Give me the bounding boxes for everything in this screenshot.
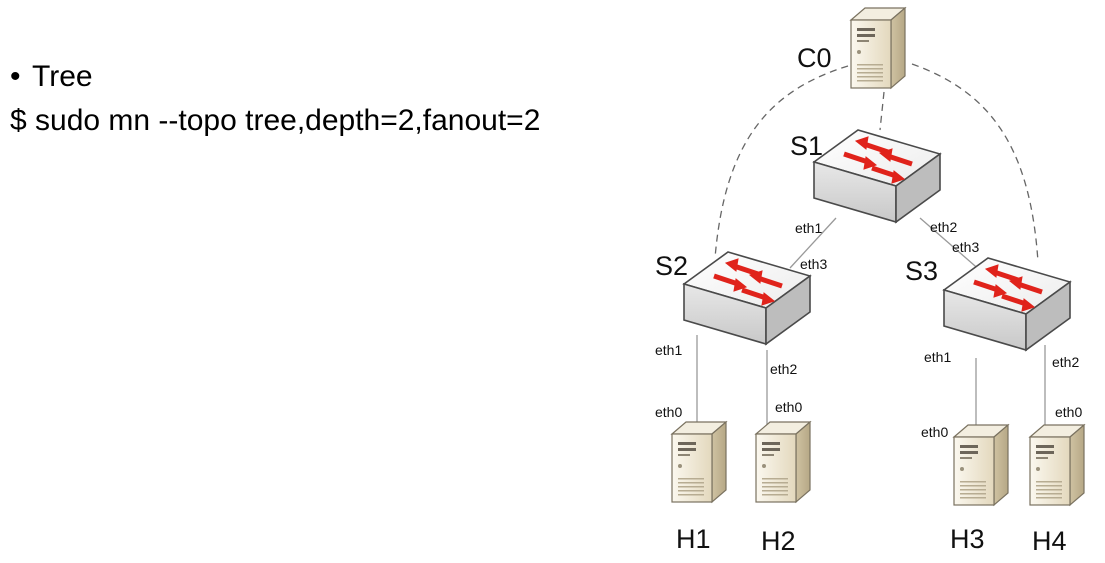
host-h1: H1 [671, 421, 727, 554]
host-h4: H4 [1029, 424, 1085, 556]
port-labels: eth1 eth2 eth3 eth3 eth1 eth2 eth1 eth2 … [655, 219, 1082, 440]
host-h3: H3 [950, 424, 1009, 554]
bullet-item: • Tree [10, 55, 540, 99]
server-icon [1029, 424, 1085, 506]
s1-s2-link [789, 217, 837, 269]
port-label-s1-eth2: eth2 [930, 219, 957, 235]
switch-s3: S3 [905, 256, 1070, 350]
port-label-s3-eth3: eth3 [952, 239, 979, 255]
host-h2: H2 [755, 421, 811, 556]
controller-label: C0 [797, 43, 832, 73]
server-icon [953, 424, 1009, 506]
switch-label-s1: S1 [790, 131, 823, 161]
switch-s2: S2 [655, 251, 810, 344]
server-icon [850, 7, 906, 89]
data-links [696, 217, 1046, 432]
port-label-s1-eth1: eth1 [795, 220, 822, 236]
command-text: $ sudo mn --topo tree,depth=2,fanout=2 [10, 104, 541, 137]
port-label-h4-eth0: eth0 [1055, 404, 1082, 420]
switch-icon [944, 258, 1070, 350]
controller-links [714, 63, 1039, 263]
server-icon [755, 421, 811, 503]
port-label-s3-eth2: eth2 [1052, 354, 1079, 370]
host-label-h2: H2 [761, 526, 796, 556]
controller-c0: C0 [797, 7, 906, 89]
c0-s3-link [911, 63, 1039, 263]
switch-s1: S1 [790, 130, 940, 222]
switch-label-s2: S2 [655, 251, 688, 281]
host-label-h3: H3 [950, 524, 985, 554]
bullet-text: Tree [32, 60, 93, 93]
slide-text-block: • Tree $ sudo mn --topo tree,depth=2,fano… [10, 55, 540, 143]
host-label-h4: H4 [1032, 526, 1067, 556]
port-label-h2-eth0: eth0 [775, 399, 802, 415]
host-label-h1: H1 [676, 524, 711, 554]
port-label-s2-eth1: eth1 [655, 342, 682, 358]
port-label-h3-eth0: eth0 [921, 424, 948, 440]
port-label-s3-eth1: eth1 [924, 349, 951, 365]
s1-s3-link [919, 217, 983, 273]
c0-s1-link [879, 91, 885, 131]
switch-icon [814, 130, 940, 222]
port-label-s2-eth3: eth3 [800, 256, 827, 272]
port-label-s2-eth2: eth2 [770, 361, 797, 377]
switch-icon [684, 252, 810, 344]
bullet-symbol: • [10, 60, 21, 93]
port-label-h1-eth0: eth0 [655, 404, 682, 420]
server-icon [671, 421, 727, 503]
switch-label-s3: S3 [905, 256, 938, 286]
c0-s2-link [714, 65, 849, 259]
